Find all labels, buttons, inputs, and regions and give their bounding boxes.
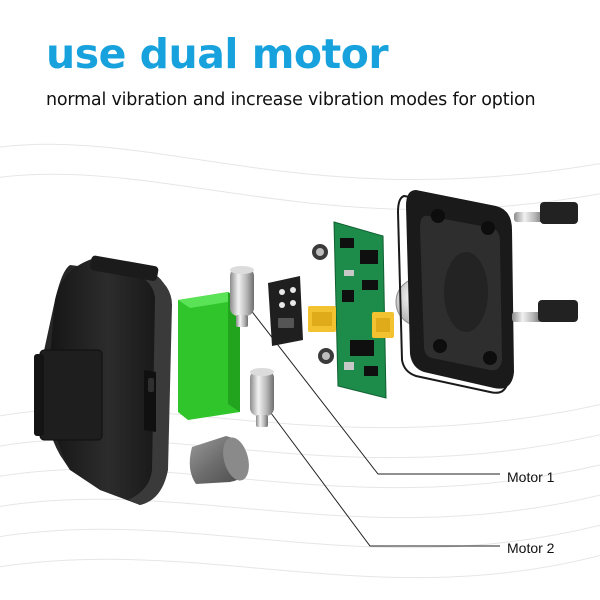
housing-front xyxy=(34,255,172,505)
motor-1 xyxy=(230,266,254,327)
subheadline: normal vibration and increase vibration … xyxy=(46,90,536,110)
circuit-board xyxy=(312,221,387,399)
motor2-leader-line xyxy=(261,400,500,547)
connectors xyxy=(308,306,394,338)
metal-cylinder xyxy=(189,436,249,484)
motor-1-label: Motor 1 xyxy=(507,469,555,485)
battery xyxy=(178,292,240,420)
headline: use dual motor xyxy=(46,30,389,78)
motor-2 xyxy=(250,368,274,427)
contact-screws xyxy=(512,202,578,322)
motor1-leader-line xyxy=(242,299,500,475)
button-panel xyxy=(268,276,303,346)
back-cover xyxy=(396,190,514,394)
callout-lines xyxy=(242,299,500,547)
motor-2-label: Motor 2 xyxy=(507,540,555,556)
